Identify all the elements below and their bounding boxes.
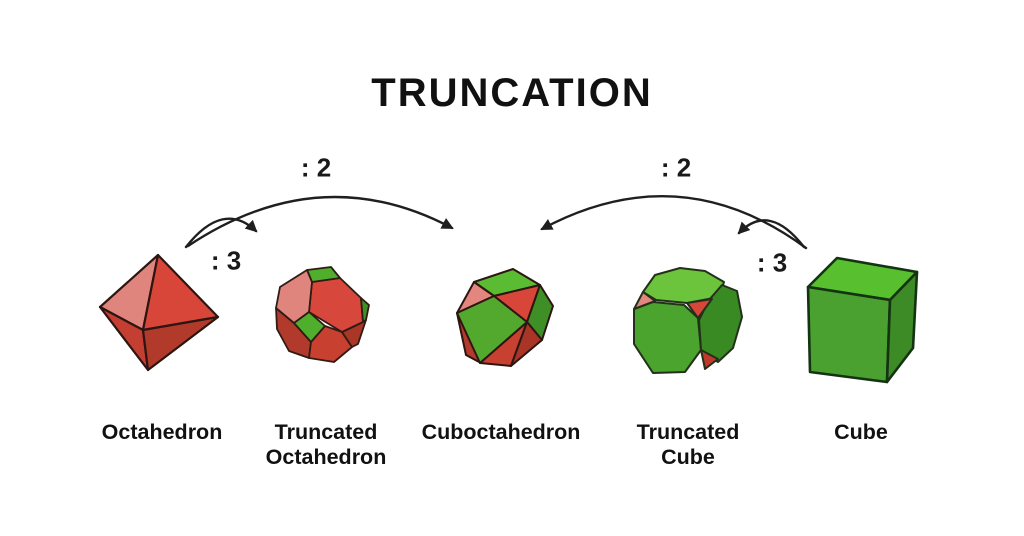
label-cuboctahedron: Cuboctahedron (421, 420, 581, 444)
cuboctahedron-shape (456, 268, 554, 367)
cuboctahedron-face (456, 295, 528, 364)
truncated-cube-face (686, 298, 713, 319)
cube-shape (806, 256, 919, 384)
truncated-cube-face (633, 291, 656, 310)
cube-face (806, 285, 892, 384)
label-octahedron: Octahedron (101, 420, 223, 444)
truncated-octahedron-shape (275, 266, 370, 363)
arrows-group (184, 195, 808, 250)
truncated-cube-face (642, 267, 725, 304)
arrow-octahedron-to-cuboctahedron (186, 195, 454, 248)
arrow-octahedron-to-truncated-octahedron (184, 217, 258, 249)
octahedron-face (141, 315, 220, 372)
truncated-octahedron-face (293, 311, 326, 343)
octahedron-shape (98, 253, 220, 372)
label-truncated-cube: Truncated Cube (636, 420, 740, 469)
arrow-cube-to-truncated-cube (737, 219, 806, 249)
label-cube: Cube (834, 420, 888, 444)
ratio-left-short: : 3 (210, 245, 242, 276)
truncated-octahedron-face (360, 297, 370, 323)
truncated-cube-face (633, 301, 702, 374)
truncated-cube-face (698, 284, 743, 363)
arrow-cube-to-cuboctahedron (540, 195, 808, 250)
ratio-right-short: : 3 (756, 247, 788, 278)
ratio-left-long: : 2 (300, 152, 332, 183)
truncated-cube-face (700, 349, 719, 370)
cube-face (885, 270, 919, 384)
page-title: TRUNCATION (371, 71, 653, 115)
label-truncated-octahedron: Truncated Octahedron (265, 420, 387, 469)
truncated-cube-shape (633, 267, 743, 374)
cuboctahedron-face (510, 321, 543, 367)
ratio-right-long: : 2 (660, 152, 692, 183)
